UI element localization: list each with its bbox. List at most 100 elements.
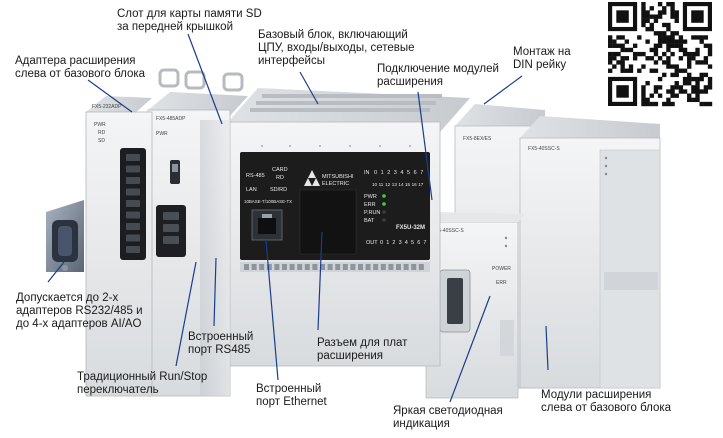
db9-connector bbox=[46, 200, 84, 272]
terminal-screw bbox=[312, 264, 318, 270]
terminal-slot bbox=[126, 165, 140, 173]
output-terminal-block bbox=[244, 264, 424, 270]
terminal-screw bbox=[418, 264, 424, 270]
expansion-module-40ssc-b: FX5-40SSC-S POWER ERR bbox=[425, 212, 526, 399]
err-label: ERR bbox=[496, 280, 507, 286]
callout-right-modules: Модули расширения слева от базового блок… bbox=[541, 389, 672, 414]
terminal-screw bbox=[411, 264, 417, 270]
leader-ethernet bbox=[265, 239, 279, 381]
status-led-icon bbox=[382, 194, 386, 198]
terminal-screw bbox=[373, 264, 379, 270]
status-led-icon bbox=[382, 202, 386, 206]
input-number-top: 1 bbox=[381, 170, 384, 176]
callout-run-stop: Традиционный Run/Stop переключатель bbox=[77, 371, 208, 396]
terminal-screw bbox=[320, 264, 325, 270]
leader-left-adapters bbox=[87, 79, 133, 113]
input-number-top: 2 bbox=[387, 170, 390, 176]
terminal-screw bbox=[327, 264, 333, 270]
brand-label: MITSUBISHI bbox=[322, 174, 354, 180]
power-label: POWER bbox=[492, 266, 511, 272]
adapter2-led: PWR bbox=[156, 131, 168, 137]
qr-code-icon bbox=[608, 2, 713, 107]
output-number: 3 bbox=[399, 240, 402, 246]
input-number-top: 6 bbox=[414, 170, 417, 176]
leader-din-rail bbox=[483, 75, 523, 105]
terminal-slot bbox=[126, 234, 140, 242]
leader-right-modules bbox=[545, 325, 549, 371]
output-number: 7 bbox=[423, 240, 426, 246]
terminal-slot bbox=[126, 177, 140, 184]
brand2-label: ELECTRIC bbox=[322, 181, 349, 187]
lan-label: LAN bbox=[246, 187, 257, 193]
input-number-bottom: 15 bbox=[405, 182, 411, 187]
terminal-slot bbox=[126, 246, 140, 253]
input-number-bottom: 11 bbox=[379, 182, 384, 187]
module1-label: FX5-8EX/ES bbox=[463, 136, 492, 142]
output-number: 2 bbox=[392, 240, 395, 246]
adapter-terminal-block bbox=[126, 154, 140, 253]
output-number: 1 bbox=[386, 240, 389, 246]
adapter2-label: FX5-485ADP bbox=[156, 116, 186, 122]
terminal-screw bbox=[259, 264, 265, 270]
module3-label: FX5-40SSC-S bbox=[432, 228, 464, 234]
adapter1-led-rd: RD bbox=[98, 130, 106, 136]
input-number-bottom: 13 bbox=[392, 182, 398, 187]
terminal-screw bbox=[251, 264, 257, 270]
callout-base-unit: Базовый блок, включающий ЦПУ, входы/выхо… bbox=[258, 29, 415, 67]
callout-ethernet: Встроенный порт Ethernet bbox=[256, 383, 327, 408]
status-led-label: PWR bbox=[364, 194, 377, 200]
left-housing: FX5-485ADP PWR bbox=[147, 68, 248, 397]
status-led-label: BAT bbox=[364, 218, 375, 224]
status-led-label: ERR bbox=[364, 202, 376, 208]
input-number-bottom: 14 bbox=[398, 182, 404, 187]
terminal-screw bbox=[304, 264, 310, 270]
input-number-top: 3 bbox=[394, 170, 397, 176]
terminal-screw bbox=[266, 264, 272, 270]
terminal-screw bbox=[282, 264, 287, 270]
adapter-232adp: FX5-232ADP PWR RD SD bbox=[85, 96, 153, 397]
terminal-slot bbox=[126, 223, 140, 230]
input-number-bottom: 16 bbox=[412, 182, 418, 187]
eth-speed-label: 10BASE-T/100BASE-TX bbox=[244, 199, 292, 204]
callout-ext-modules-conn: Подключение модулей расширения bbox=[377, 63, 499, 88]
input-number-bottom: 10 bbox=[372, 182, 378, 187]
leader-sd-slot bbox=[187, 33, 223, 125]
callout-left-adapters: Адаптера расширения слева от базового бл… bbox=[15, 55, 146, 80]
terminal-screw bbox=[335, 264, 341, 270]
callout-board-connector: Разъем для плат расширения bbox=[317, 337, 408, 362]
sdrd-label: SD/RD bbox=[270, 187, 287, 193]
terminal-slot bbox=[126, 154, 140, 161]
input-number-top: 7 bbox=[420, 170, 423, 176]
output-number: 6 bbox=[417, 240, 420, 246]
leader-adapters-count bbox=[47, 261, 65, 283]
status-leds: PWR ERR P.RUN BAT bbox=[364, 194, 386, 224]
status-led-icon bbox=[382, 210, 386, 214]
terminal-slot bbox=[126, 211, 140, 219]
terminal-screw bbox=[403, 264, 409, 270]
adapter1-label: FX5-232ADP bbox=[92, 104, 122, 110]
output-number: 5 bbox=[411, 240, 414, 246]
input-number-top: 5 bbox=[407, 170, 410, 176]
input-number-bottom: 12 bbox=[385, 182, 391, 187]
adapter1-led-pwr: PWR bbox=[94, 122, 106, 128]
expansion-module-40ssc-a: FX5-40SSC-S bbox=[519, 116, 661, 389]
status-led-label: P.RUN bbox=[364, 210, 380, 216]
model-label: FX5U-32M bbox=[396, 225, 425, 231]
leader-ext-conn bbox=[417, 91, 433, 201]
callout-adapters-count: Допускается до 2-х адаптеров RS232/485 и… bbox=[16, 292, 143, 330]
terminal-screw bbox=[297, 264, 303, 270]
output-number: 4 bbox=[405, 240, 408, 246]
rd-label: RD bbox=[276, 175, 284, 181]
callout-sd-slot: Слот для карты памяти SD за передней кры… bbox=[117, 8, 262, 33]
terminal-screw bbox=[342, 264, 348, 270]
terminal-screw bbox=[289, 264, 295, 270]
terminal-screw bbox=[350, 264, 356, 270]
terminal-screw bbox=[388, 264, 394, 270]
terminal-screw bbox=[380, 264, 386, 270]
in-label: IN bbox=[364, 170, 370, 176]
leader-run-stop bbox=[175, 261, 197, 367]
